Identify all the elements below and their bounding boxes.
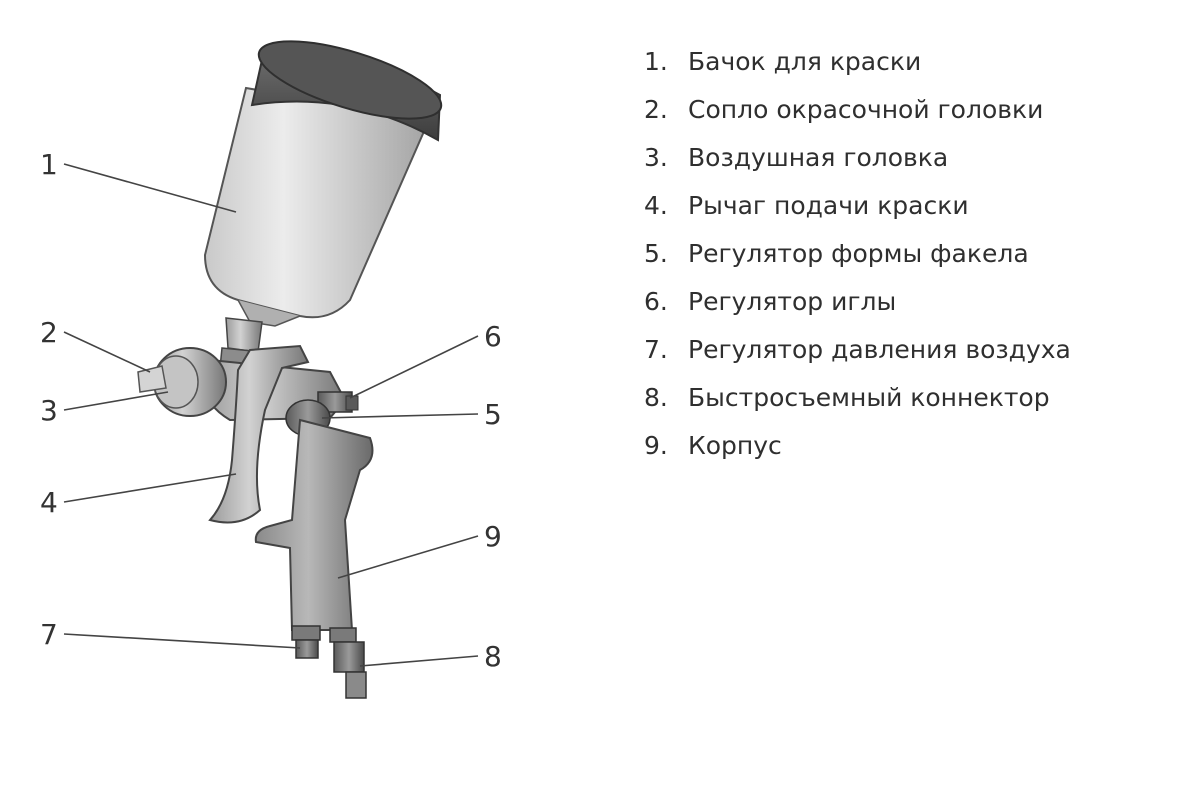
callout-7: 7 xyxy=(40,618,58,651)
leader-line-7 xyxy=(64,634,300,648)
legend-label: Рычаг подачи краски xyxy=(688,191,969,220)
callout-9: 9 xyxy=(484,520,502,553)
leader-line-6 xyxy=(350,336,478,398)
legend-number: 2. xyxy=(644,95,688,124)
legend-number: 6. xyxy=(644,287,688,316)
legend-label: Регулятор давления воздуха xyxy=(688,335,1071,364)
callout-2: 2 xyxy=(40,316,58,349)
legend-number: 4. xyxy=(644,191,688,220)
leader-line-1 xyxy=(64,164,236,212)
callout-4: 4 xyxy=(40,486,58,519)
legend-label: Регулятор иглы xyxy=(688,287,896,316)
legend-number: 3. xyxy=(644,143,688,172)
legend-label: Регулятор формы факела xyxy=(688,239,1029,268)
legend-item: 3.Воздушная головка xyxy=(644,134,1071,182)
gun-handle xyxy=(256,420,373,630)
callout-1: 1 xyxy=(40,148,58,181)
leader-line-8 xyxy=(360,656,478,666)
quick-connector xyxy=(330,628,366,698)
callout-6: 6 xyxy=(484,320,502,353)
paint-cup xyxy=(205,25,449,326)
legend-item: 6.Регулятор иглы xyxy=(644,277,1071,325)
legend-label: Бачок для краски xyxy=(688,47,921,76)
legend-number: 7. xyxy=(644,335,688,364)
parts-legend: 1.Бачок для краски 2.Сопло окрасочной го… xyxy=(644,38,1071,469)
leader-line-4 xyxy=(64,474,236,502)
legend-item: 7.Регулятор давления воздуха xyxy=(644,325,1071,373)
leader-line-5 xyxy=(322,414,478,418)
legend-item: 5.Регулятор формы факела xyxy=(644,230,1071,278)
leader-line-3 xyxy=(64,392,168,410)
leader-line-2 xyxy=(64,332,150,372)
legend-item: 2.Сопло окрасочной головки xyxy=(644,86,1071,134)
legend-label: Сопло окрасочной головки xyxy=(688,95,1043,124)
legend-number: 1. xyxy=(644,47,688,76)
air-pressure-regulator xyxy=(292,626,320,658)
legend-item: 1.Бачок для краски xyxy=(644,38,1071,86)
nozzle xyxy=(138,366,166,392)
legend-item: 8.Быстросъемный коннектор xyxy=(644,373,1071,421)
legend-item: 4.Рычаг подачи краски xyxy=(644,182,1071,230)
legend-number: 8. xyxy=(644,383,688,412)
legend-label: Быстросъемный коннектор xyxy=(688,383,1050,412)
legend-number: 5. xyxy=(644,239,688,268)
callout-3: 3 xyxy=(40,394,58,427)
callout-8: 8 xyxy=(484,640,502,673)
legend-number: 9. xyxy=(644,431,688,460)
legend-label: Корпус xyxy=(688,431,782,460)
legend-item: 9.Корпус xyxy=(644,421,1071,469)
leader-line-9 xyxy=(338,536,478,578)
callout-5: 5 xyxy=(484,398,502,431)
legend-label: Воздушная головка xyxy=(688,143,948,172)
